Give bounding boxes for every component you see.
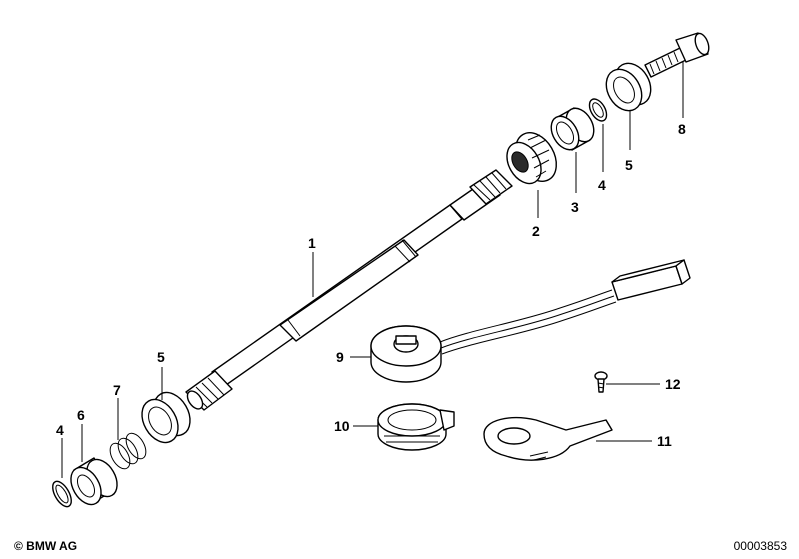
circlip-part-5-upper [588,98,608,122]
callout-6-lower: 6 [77,407,85,423]
callout-9: 9 [336,349,344,365]
circlip-part-5-lower [52,480,72,508]
callout-8: 8 [678,121,686,137]
callout-10: 10 [334,418,350,434]
bearing-part-4 [141,391,191,444]
callout-7: 7 [113,382,121,398]
bolt-part-8 [644,32,710,78]
callout-12: 12 [665,376,681,392]
bearing-part-6-upper [605,62,652,112]
bearing-part-6-lower [70,457,118,506]
screw-part-12 [594,371,608,393]
document-number: 00003853 [733,539,787,553]
callout-1: 1 [308,235,316,251]
callout-2: 2 [532,223,540,239]
callout-11: 11 [657,433,672,449]
callout-6-upper: 5 [625,157,633,173]
callout-5-lower: 4 [56,422,64,438]
shaft-part-1 [185,169,513,411]
bushing-part-3 [550,107,595,151]
clamp-ring-part-10 [377,403,455,451]
callout-3: 3 [571,199,579,215]
sensor-part-9 [370,259,691,383]
bracket-part-11 [483,417,613,461]
spring-part-7 [109,432,147,470]
copyright-text: © BMW AG [14,539,78,553]
gear-part-2 [506,132,557,185]
callout-4: 5 [157,349,165,365]
callout-5-upper: 4 [598,177,606,193]
